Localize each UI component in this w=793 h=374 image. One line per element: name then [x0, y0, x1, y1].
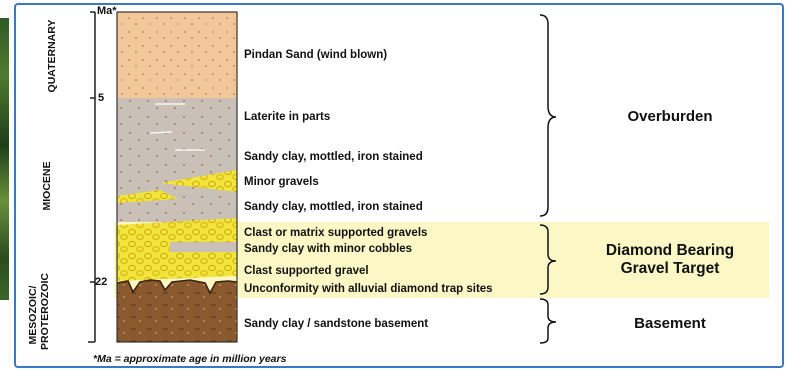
- minor-gravel-lens-2: [117, 190, 178, 203]
- layer-label-laterite: Laterite in parts: [244, 111, 331, 123]
- zone-diamond-line1: Diamond Bearing: [605, 242, 735, 259]
- brace-overburden: [539, 14, 557, 217]
- layer-basement: [117, 280, 237, 342]
- layer-label-clay-cobbles: Sandy clay with minor cobbles: [244, 243, 413, 255]
- layer-pindan-sand: [117, 12, 237, 98]
- axis-tick-5: 5: [98, 92, 105, 104]
- axis-unit-label: Ma*: [97, 5, 117, 17]
- zone-diamond-line2: Gravel Target: [620, 260, 720, 277]
- footnote: *Ma = approximate age in million years: [93, 353, 287, 365]
- minor-gravel-lens: [160, 170, 237, 192]
- layer-label-minor-gravels: Minor gravels: [244, 176, 319, 188]
- brace-basement: [539, 298, 557, 344]
- zone-basement: Basement: [634, 315, 706, 332]
- axis-tick-22: 22: [95, 276, 108, 288]
- zone-overburden: Overburden: [627, 108, 713, 125]
- background-photo-strip: [0, 18, 9, 300]
- layer-label-pindan-sand: Pindan Sand (wind blown): [244, 49, 388, 61]
- layer-label-basement: Sandy clay / sandstone basement: [244, 318, 429, 330]
- era-miocene: MIOCENE: [41, 161, 53, 211]
- layer-label-sandy-clay-1: Sandy clay, mottled, iron stained: [244, 151, 423, 163]
- layer-label-unconformity: Unconformity with alluvial diamond trap …: [244, 283, 493, 295]
- layer-clay-cobbles: [170, 242, 237, 252]
- era-mesozoic-proterozoic: MESOZOIC/ PROTEROZOIC: [27, 272, 51, 350]
- layer-sandy-clay: [117, 98, 237, 222]
- era-quaternary: QUATERNARY: [46, 19, 58, 93]
- layer-label-clast-matrix-gravels: Clast or matrix supported gravels: [244, 227, 428, 239]
- layer-label-sandy-clay-2: Sandy clay, mottled, iron stained: [244, 201, 423, 213]
- layer-label-clast-gravel: Clast supported gravel: [244, 265, 369, 277]
- brace-diamond: [539, 224, 557, 295]
